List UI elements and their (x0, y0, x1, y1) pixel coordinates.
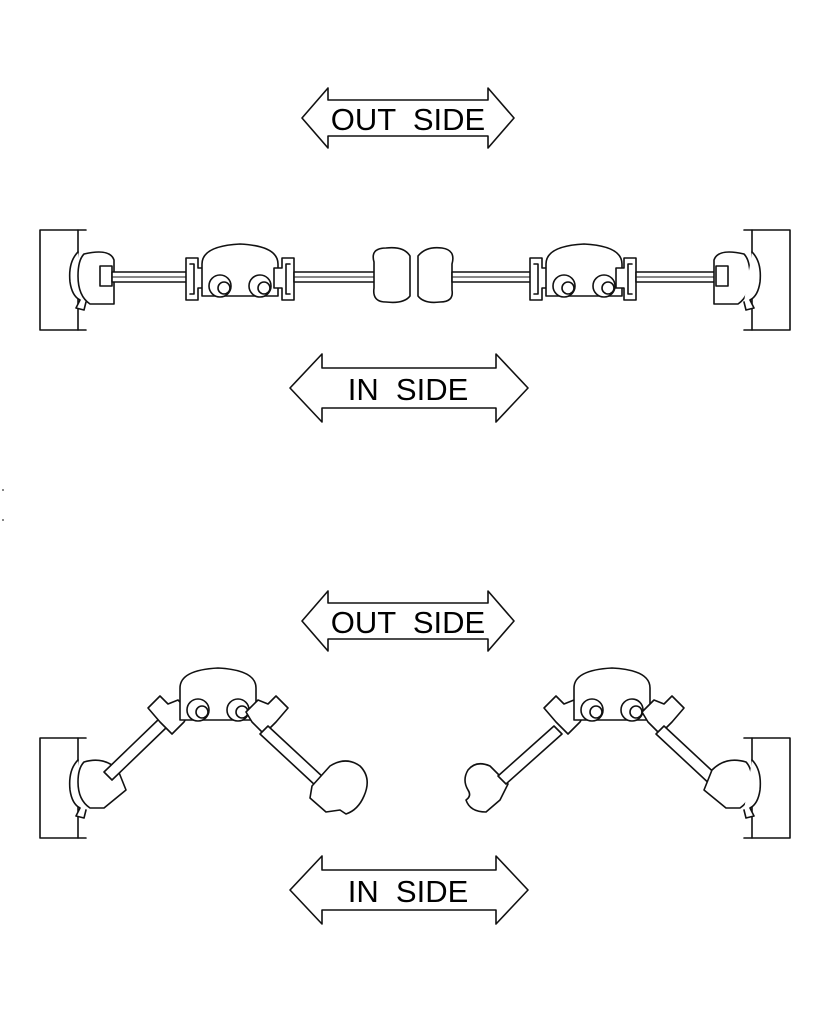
inside-label-open: IN SIDE (348, 874, 469, 909)
center-meeting-stiles-closed (372, 246, 454, 304)
hinge-group-left-closed (185, 243, 295, 301)
left-folding-pair-open (39, 667, 368, 839)
glass-panel-4-closed (635, 271, 717, 283)
closed-door-view: OUT SIDE (39, 87, 791, 423)
margin-tick-marks (2, 489, 4, 521)
glass-panel-3-closed (451, 271, 533, 283)
right-folding-pair-open (464, 667, 791, 839)
right-end-stile-closed (713, 251, 751, 305)
inside-arrow-closed: IN SIDE (289, 353, 529, 423)
left-end-stile-closed (77, 251, 115, 305)
outside-label-open: OUT SIDE (331, 605, 485, 640)
inside-label-closed: IN SIDE (348, 372, 469, 407)
outside-label-closed: OUT SIDE (331, 102, 485, 137)
outside-arrow-open: OUT SIDE (301, 590, 515, 652)
glass-panel-1-closed (111, 271, 189, 283)
right-wall-jamb-closed (743, 229, 791, 331)
hinge-group-right-closed (529, 243, 637, 301)
open-door-view: OUT SIDE (39, 590, 791, 925)
inside-arrow-open: IN SIDE (289, 855, 529, 925)
glass-panel-2-closed (293, 271, 377, 283)
outside-arrow-closed: OUT SIDE (301, 87, 515, 149)
